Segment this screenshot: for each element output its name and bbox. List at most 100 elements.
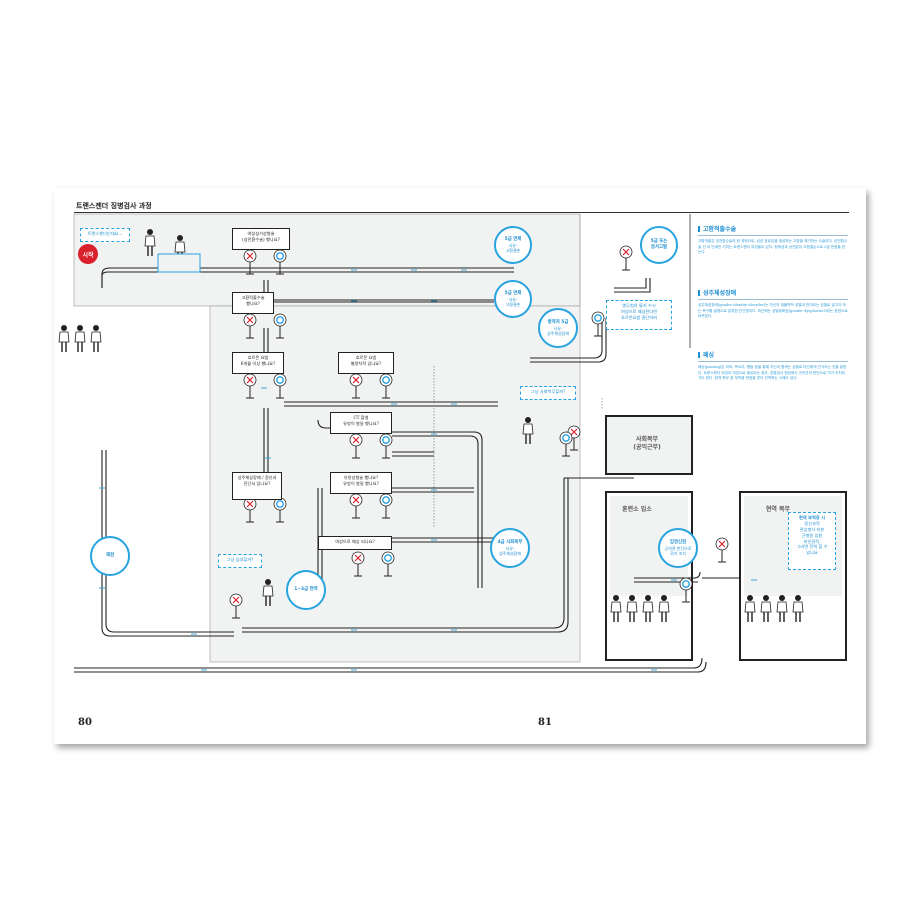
sidebar-body-gid: 성주체성장애(gender identity disorder)는 자신의 생물… — [698, 303, 848, 319]
soldier-training-head-icon — [613, 595, 619, 601]
speech-gid-diagnosis: 성주체성장애 / 정신과 진단서 있나요? — [232, 472, 282, 500]
cross-icon — [232, 596, 240, 604]
person-queue-body-icon — [90, 331, 102, 343]
soldier-training-body-icon — [610, 601, 622, 613]
box-training-label: 훈련소 입소 — [622, 506, 652, 513]
magazine-spread: 트랜스젠더 징병검사 과정 시작 트랜스젠더인데요... 여성성기성형술 (성전… — [54, 188, 866, 744]
signpost-yes-icon — [379, 433, 393, 447]
page-number-right: 81 — [538, 717, 552, 728]
flow-line — [634, 571, 701, 579]
result-grade5-b-title: 5급 면제 — [504, 290, 522, 296]
flow-line — [101, 450, 234, 637]
circle-icon — [276, 252, 284, 260]
active-note-title: 현역 부적응 시 — [798, 515, 826, 520]
circle-icon — [276, 316, 284, 324]
result-grade5-c-title: 5급 또는 정서고발 — [650, 239, 668, 250]
sidebar-section-passing: 패싱 패싱(passing)은 외모, 목소리, 행동 등을 통해 자신이 원하… — [698, 350, 848, 382]
cross-icon — [354, 554, 362, 562]
signpost-yes-icon — [591, 311, 605, 325]
sidebar-body-passing: 패싱(passing)은 외모, 목소리, 행동 등을 통해 자신이 원하는 성… — [698, 365, 847, 381]
person-queue-head-icon — [61, 325, 67, 331]
speech-hormone-6m: 호르몬 요법 6개월 이상 했나요? — [232, 352, 284, 374]
flow-line — [242, 478, 569, 633]
result-enlist-check: 입영신검 군의관 판단으로 귀가 조치 — [658, 528, 698, 568]
soldier-active-head-icon — [747, 595, 753, 601]
signpost-yes-icon — [381, 551, 395, 565]
person-applicant-head-icon — [147, 229, 153, 235]
person-queue-body-icon — [74, 331, 86, 343]
result-military-hospital: 병역처 5급 사유: 성주체성장애 — [538, 308, 578, 348]
soldier-active-body-icon — [760, 601, 772, 613]
soldier-training-head-icon — [629, 595, 635, 601]
result-grade5-a-sub: 사유: 고환결손 — [505, 242, 521, 253]
cross-icon — [718, 540, 726, 548]
soldier-active-legs-icon — [747, 612, 753, 622]
cross-icon — [352, 376, 360, 384]
circle-icon — [382, 496, 390, 504]
signpost-yes-icon — [273, 249, 287, 263]
soldier-active-body-icon — [776, 601, 788, 613]
soldier-training-legs-icon — [629, 612, 635, 622]
cross-icon — [352, 436, 360, 444]
desk — [157, 253, 201, 273]
flow-line — [74, 661, 707, 673]
soldier-active-head-icon — [779, 595, 785, 601]
person-queue-legs-icon — [61, 342, 67, 352]
flow-line — [74, 657, 703, 669]
cross-icon — [352, 496, 360, 504]
signpost-yes-icon — [379, 373, 393, 387]
speech-intro: 트랜스젠더인데요... — [80, 228, 130, 242]
result-grade5-a: 5급 면제 사유: 고환결손 — [494, 226, 532, 264]
signpost-yes-icon — [273, 373, 287, 387]
speech-breast: 유방성형술 했나요? 유방이 발달 했나요? — [330, 472, 392, 494]
flow-line — [101, 271, 514, 288]
speech-just-enlist: 그냥 입대할까? — [218, 554, 262, 568]
soldier-active-body-icon — [792, 601, 804, 613]
result-recheck-title: 재검 — [105, 553, 115, 559]
signpost-yes-icon — [379, 493, 393, 507]
soldier-training-body-icon — [642, 601, 654, 613]
header-rule — [74, 212, 849, 213]
result-military-hospital-title: 병역처 5급 — [547, 319, 569, 325]
person-enlist-body-icon — [262, 585, 274, 597]
person-enlist-legs-icon — [265, 596, 271, 606]
result-grade5-a-title: 5급 면제 — [504, 236, 522, 242]
sidebar-heading-passing: 패싱 — [703, 352, 715, 359]
active-note: 현역 부적응 시 정신과적 관심병사 처분 군병원 입원 비인권적, 그러면 전… — [788, 512, 836, 570]
person-officer-body-icon — [174, 241, 186, 253]
result-grade4-title: 4급 사회복무 — [497, 539, 523, 545]
flow-line — [614, 278, 651, 293]
sidebar-section-gid: 성주체성장애 성주체성장애(gender identity disorder)는… — [698, 288, 848, 320]
cross-icon — [246, 376, 254, 384]
signpost-yes-icon — [273, 313, 287, 327]
result-grade4: 4급 사회복무 사유: 성주체성장애 — [490, 528, 530, 568]
result-military-hospital-sub: 사유: 성주체성장애 — [546, 325, 570, 336]
circle-icon — [594, 314, 602, 322]
cross-icon — [246, 316, 254, 324]
result-grade5-b: 5급 면제 사유: 고환결손 — [494, 280, 532, 318]
active-note-body: 정신과적 관심병사 처분 군병원 입원 비인권적, 그러면 전역 할 수 있나요 — [796, 520, 828, 556]
cross-icon — [246, 500, 254, 508]
soldier-active-legs-icon — [763, 612, 769, 622]
result-grade4-sub: 사유: 성주체성장애 — [498, 545, 522, 556]
flow-line — [614, 278, 647, 289]
person-queue-legs-icon — [93, 342, 99, 352]
flow-line — [392, 435, 479, 588]
result-grade13-title: 1~3급 현역 — [294, 587, 318, 593]
box-social — [605, 415, 693, 475]
soldier-active-head-icon — [763, 595, 769, 601]
sidebar-heading-orchiectomy: 고환적출수술 — [703, 226, 737, 233]
speech-orchiectomy: 고환적출수술 했나요? — [232, 292, 274, 314]
flow-line — [105, 450, 234, 633]
flow-line — [530, 318, 603, 359]
soldier-training-body-icon — [626, 601, 638, 613]
soldier-active-body-icon — [744, 601, 756, 613]
cross-icon — [622, 248, 630, 256]
person-officer-head-icon — [177, 235, 183, 241]
person-queue-legs-icon — [77, 342, 83, 352]
flow-line — [317, 419, 330, 429]
speech-external-surgery: 여성성기성형술 (성전환수술) 했나요? — [232, 228, 290, 250]
sidebar-heading-gid: 성주체성장애 — [703, 290, 737, 297]
speech-just-social: 그냥 사회복무할까? — [520, 386, 576, 400]
flow-diagram — [58, 213, 847, 673]
